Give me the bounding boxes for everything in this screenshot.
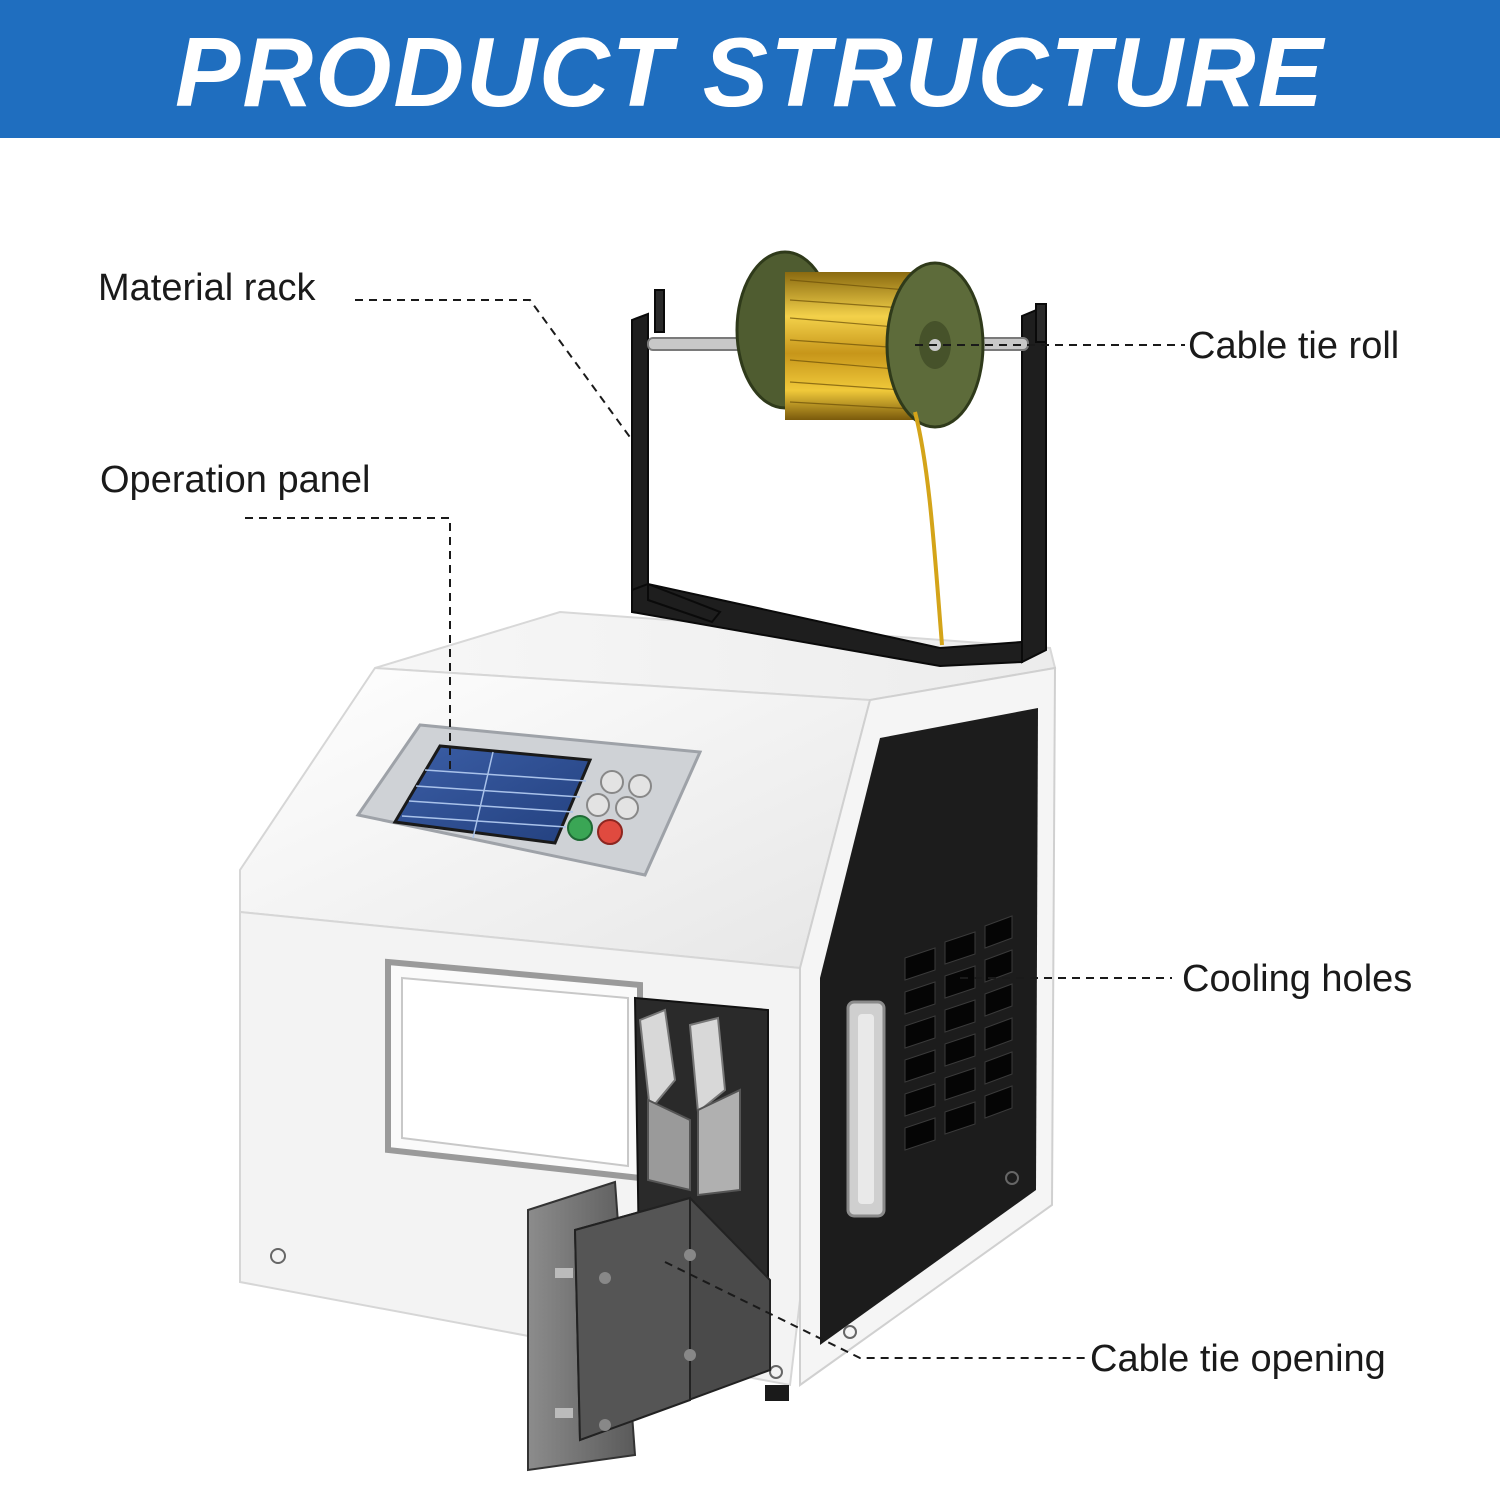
leader-cable-tie-opening	[664, 1261, 1088, 1359]
material-rack-frame	[631, 289, 1047, 668]
leader-lines	[245, 299, 1185, 1359]
machine-foot	[765, 1385, 789, 1401]
operation-panel-unit	[355, 723, 703, 877]
page-title: PRODUCT STRUCTURE	[174, 16, 1326, 127]
screw	[843, 1325, 857, 1339]
cooling-holes-grid	[904, 915, 1013, 1151]
cable-tie-spool	[735, 250, 985, 429]
screw	[769, 1365, 783, 1379]
label-cable-tie-roll: Cable tie roll	[1188, 325, 1400, 367]
label-operation-panel: Operation panel	[100, 459, 371, 501]
tying-head-assembly	[527, 996, 771, 1472]
label-cooling-holes: Cooling holes	[1182, 958, 1413, 1000]
start-button	[567, 815, 593, 841]
label-material-rack: Material rack	[98, 267, 316, 309]
panel-button	[615, 796, 639, 820]
stop-button	[597, 819, 623, 845]
panel-button	[600, 770, 624, 794]
panel-button	[628, 774, 652, 798]
screw	[1005, 1171, 1019, 1185]
label-cable-tie-opening: Cable tie opening	[1090, 1338, 1386, 1380]
title-banner: PRODUCT STRUCTURE	[0, 0, 1500, 138]
panel-button	[586, 793, 610, 817]
screw	[270, 1248, 286, 1264]
leader-material-rack	[355, 299, 633, 441]
cable-tie-strand	[913, 411, 944, 646]
